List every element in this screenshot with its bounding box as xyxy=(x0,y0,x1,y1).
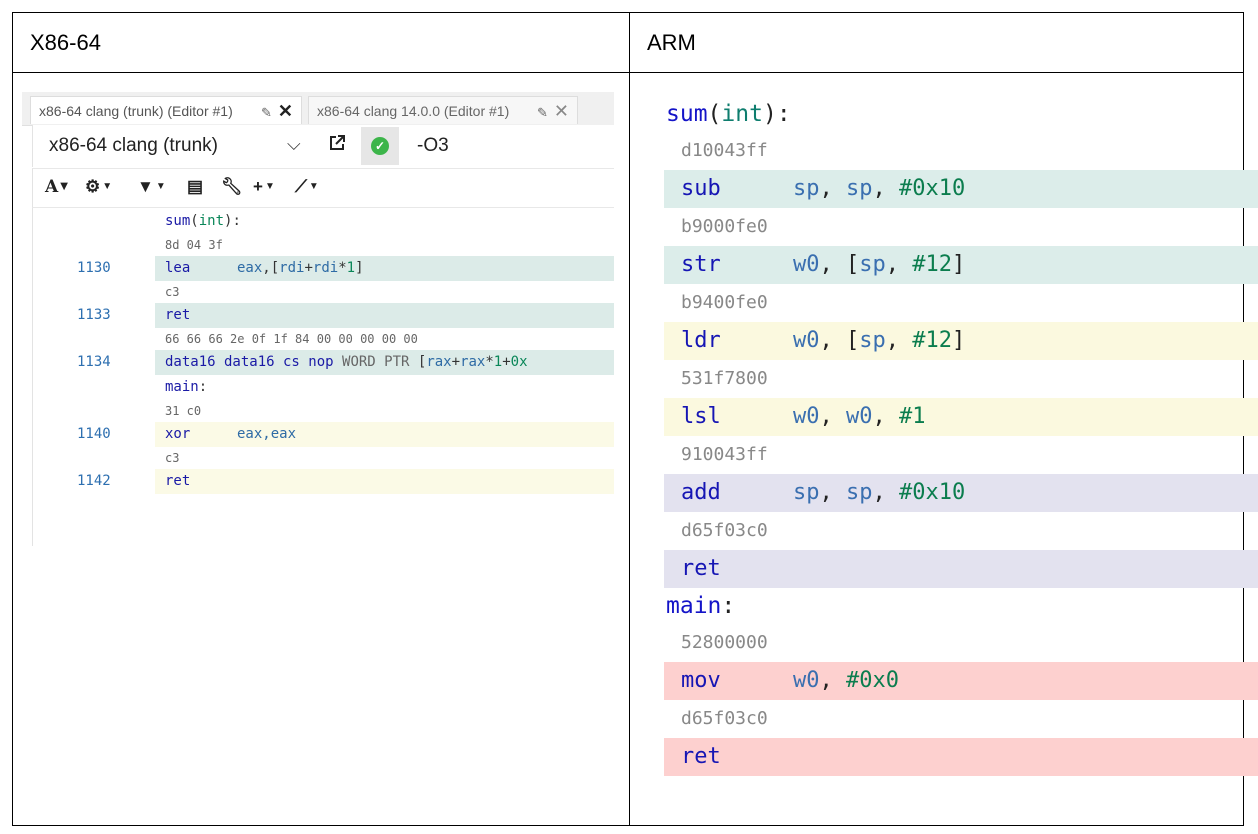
hex-row: d10043ff xyxy=(681,140,768,161)
gear-icon[interactable]: ⚙▼ xyxy=(85,177,113,196)
compiler-bar: x86-64 clang (trunk) ⌵ ✓ -O3 xyxy=(32,125,614,167)
pencil-icon[interactable]: ✎ xyxy=(261,105,272,120)
asm-hex: c3 xyxy=(165,451,180,465)
compiler-select[interactable]: x86-64 clang (trunk) xyxy=(49,135,218,156)
asm-line: sum(int): xyxy=(165,213,241,229)
header-arm: ARM xyxy=(647,30,696,55)
close-icon[interactable]: ✕ xyxy=(277,101,293,121)
book-icon[interactable]: ▤ xyxy=(187,177,204,196)
popout-icon[interactable] xyxy=(329,135,345,151)
header-divider xyxy=(13,72,1243,73)
asm-hex: c3 xyxy=(165,285,180,299)
asm-hex: 8d 04 3f xyxy=(165,238,223,252)
check-icon: ✓ xyxy=(371,137,389,155)
wrench-icon[interactable]: 🔧︎ xyxy=(221,177,243,196)
add-tool-button[interactable]: +▼ xyxy=(253,177,275,196)
label-main: main: xyxy=(666,593,736,619)
column-divider xyxy=(629,13,630,825)
instr-row: ret xyxy=(664,550,1258,588)
asm-line: 1142 ret xyxy=(33,469,614,494)
compiler-explorer-panel: x86-64 clang (trunk) (Editor #1) ✎ ✕ x86-… xyxy=(22,92,614,546)
pencil-icon[interactable]: ✎ xyxy=(537,105,548,120)
compile-status[interactable]: ✓ xyxy=(361,127,399,165)
hex-row: b9400fe0 xyxy=(681,292,768,313)
instr-row: ret xyxy=(664,738,1258,776)
output-toolbar: A▼ ⚙▼ ▼▼ ▤ 🔧︎ +▼ ⟋▼ xyxy=(32,168,614,207)
tab-label: x86-64 clang 14.0.0 (Editor #1) xyxy=(317,103,510,119)
asm-hex: 66 66 66 2e 0f 1f 84 00 00 00 00 00 xyxy=(165,332,418,346)
asm-line: 1133 ret xyxy=(33,303,614,328)
compiler-options-input[interactable]: -O3 xyxy=(417,135,449,156)
header-x86: X86-64 xyxy=(30,30,101,55)
font-size-button[interactable]: A▼ xyxy=(45,177,68,197)
hex-row: 910043ff xyxy=(681,444,768,465)
hex-row: 52800000 xyxy=(681,632,768,653)
tab-clang-trunk[interactable]: x86-64 clang (trunk) (Editor #1) ✎ ✕ xyxy=(30,96,302,124)
hex-row: d65f03c0 xyxy=(681,520,768,541)
close-icon[interactable]: ✕ xyxy=(553,101,569,121)
filter-icon[interactable]: ▼▼ xyxy=(137,177,166,196)
hex-row: d65f03c0 xyxy=(681,708,768,729)
asm-line: main: xyxy=(165,379,208,395)
asm-hex: 31 c0 xyxy=(165,404,202,418)
hex-row: b9000fe0 xyxy=(681,216,768,237)
chevron-down-icon[interactable]: ⌵ xyxy=(287,134,301,154)
tab-clang-14[interactable]: x86-64 clang 14.0.0 (Editor #1) ✎ ✕ xyxy=(308,96,578,124)
hex-row: 531f7800 xyxy=(681,368,768,389)
tab-label: x86-64 clang (trunk) (Editor #1) xyxy=(39,103,233,119)
brush-icon[interactable]: ⟋▼ xyxy=(295,177,319,196)
asm-line: 1134 data16 data16 cs nop WORD PTR [rax+… xyxy=(33,350,614,375)
editor-tab-bar: x86-64 clang (trunk) (Editor #1) ✎ ✕ x86-… xyxy=(22,92,614,126)
label-sum: sum(int): xyxy=(666,101,791,127)
